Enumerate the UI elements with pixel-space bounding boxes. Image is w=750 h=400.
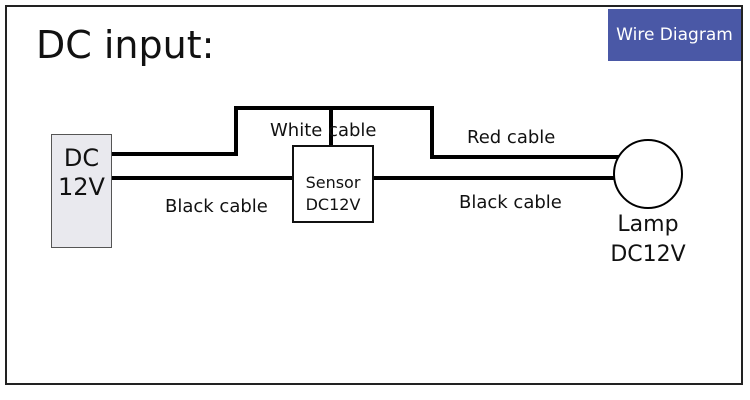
sensor-box: [292, 145, 374, 223]
lamp-label: Lamp DC12V: [598, 210, 698, 270]
sensor-line1: Sensor: [305, 173, 361, 192]
red-cable-label: Red cable: [467, 127, 556, 148]
lamp-line2: DC12V: [610, 242, 686, 267]
black-cable-left-label: Black cable: [165, 196, 268, 217]
lamp-symbol: [613, 139, 683, 209]
positive-wire: [112, 106, 620, 159]
page-title: DC input:: [36, 23, 215, 67]
power-source-label: DC 12V: [51, 144, 112, 202]
black-cable-right-label: Black cable: [459, 192, 562, 213]
power-source-line2: 12V: [58, 173, 105, 201]
white-cable-label: White cable: [270, 120, 377, 141]
power-source-box: [51, 134, 112, 248]
sensor-line2: DC12V: [305, 195, 361, 214]
sensor-label: Sensor DC12V: [292, 172, 374, 216]
wire-diagram-tag: Wire Diagram: [608, 9, 741, 61]
power-source-line1: DC: [63, 144, 100, 172]
lamp-line1: Lamp: [617, 212, 679, 237]
